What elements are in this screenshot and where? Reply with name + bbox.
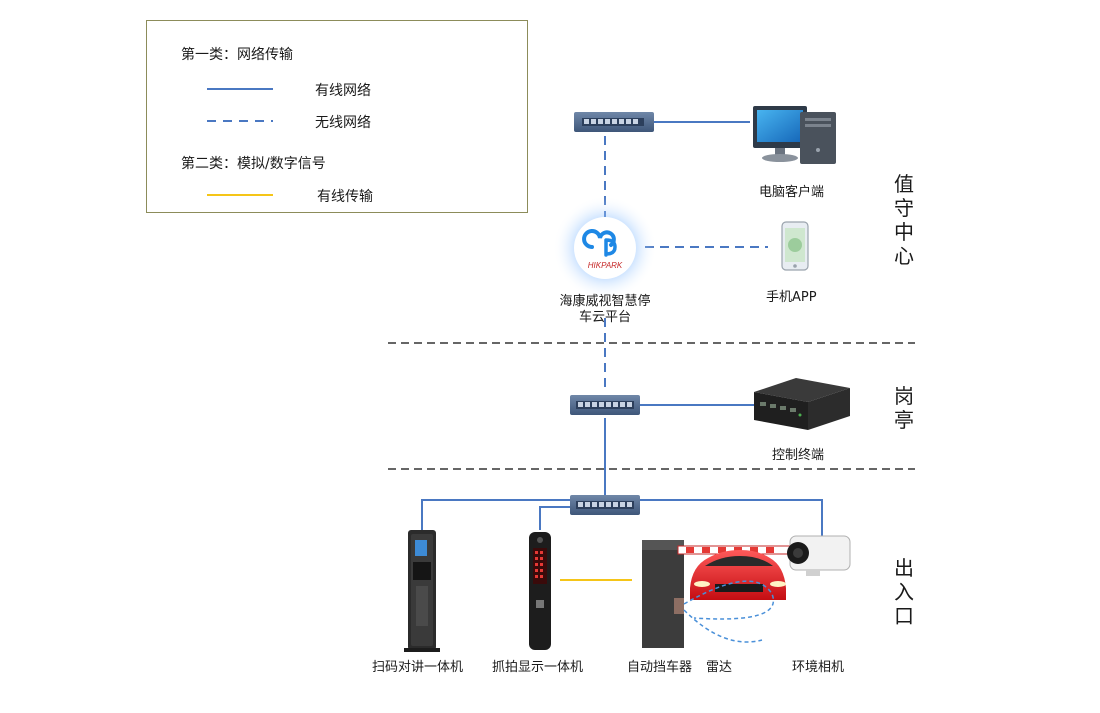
capture-display-label: 抓拍显示一体机 [492, 660, 584, 675]
link-switch3-scan-intercom [421, 499, 570, 530]
radar-label: 雷达 [706, 660, 733, 675]
legend-wired-network-label: 有线网络 [315, 83, 371, 99]
legend-wireless-network-line [207, 120, 273, 122]
control-terminal-icon [754, 378, 850, 430]
environment-camera-icon [787, 535, 851, 576]
control-terminal-label: 控制终端 [772, 448, 825, 463]
legend-wireless-network-label: 无线网络 [315, 115, 371, 131]
link-switch3-camera [640, 499, 823, 536]
link-switch3-capture-display [539, 506, 570, 530]
legend-category1-title: 第一类：网络传输 [181, 47, 293, 63]
scan-intercom-device-icon [404, 530, 440, 652]
legend-wired-network-line [207, 88, 273, 90]
links [421, 121, 823, 581]
network-switch-entrance [570, 495, 640, 515]
network-switch-top [574, 112, 654, 132]
pc-client-label: 电脑客户端 [759, 185, 825, 200]
legend-wired-transmission-line [207, 194, 273, 196]
network-switch-booth [570, 395, 640, 415]
zone-label-duty-center: 值 守 中 心 [894, 172, 914, 268]
legend-wired-transmission-label: 有线传输 [317, 189, 373, 205]
mobile-app-label: 手机APP [766, 290, 817, 305]
env-camera-label: 环境相机 [792, 660, 845, 675]
auto-barrier-icon [642, 540, 791, 648]
auto-barrier-label: 自动挡车器 [627, 660, 693, 675]
legend-category2-title: 第二类：模拟/数字信号 [181, 156, 326, 172]
scan-intercom-label: 扫码对讲一体机 [372, 660, 464, 675]
hikpark-logo-text: HIKPARK [588, 261, 623, 270]
capture-display-device-icon [529, 532, 551, 650]
zone-label-entrance: 出 入 口 [894, 556, 914, 628]
cloud-platform-label-line2: 车云平台 [578, 310, 631, 325]
cloud-platform-label-line1: 海康威视智慧停 [559, 294, 651, 309]
legend-box: 第一类：网络传输 有线网络 无线网络 第二类：模拟/数字信号 有线传输 [146, 20, 528, 213]
pc-client-icon [753, 106, 836, 164]
radar-icon [674, 580, 775, 643]
mobile-phone-icon [781, 221, 809, 271]
zone-label-booth: 岗 亭 [894, 384, 914, 432]
hikpark-cloud-icon: HIKPARK [553, 196, 657, 300]
car-icon [690, 550, 786, 600]
